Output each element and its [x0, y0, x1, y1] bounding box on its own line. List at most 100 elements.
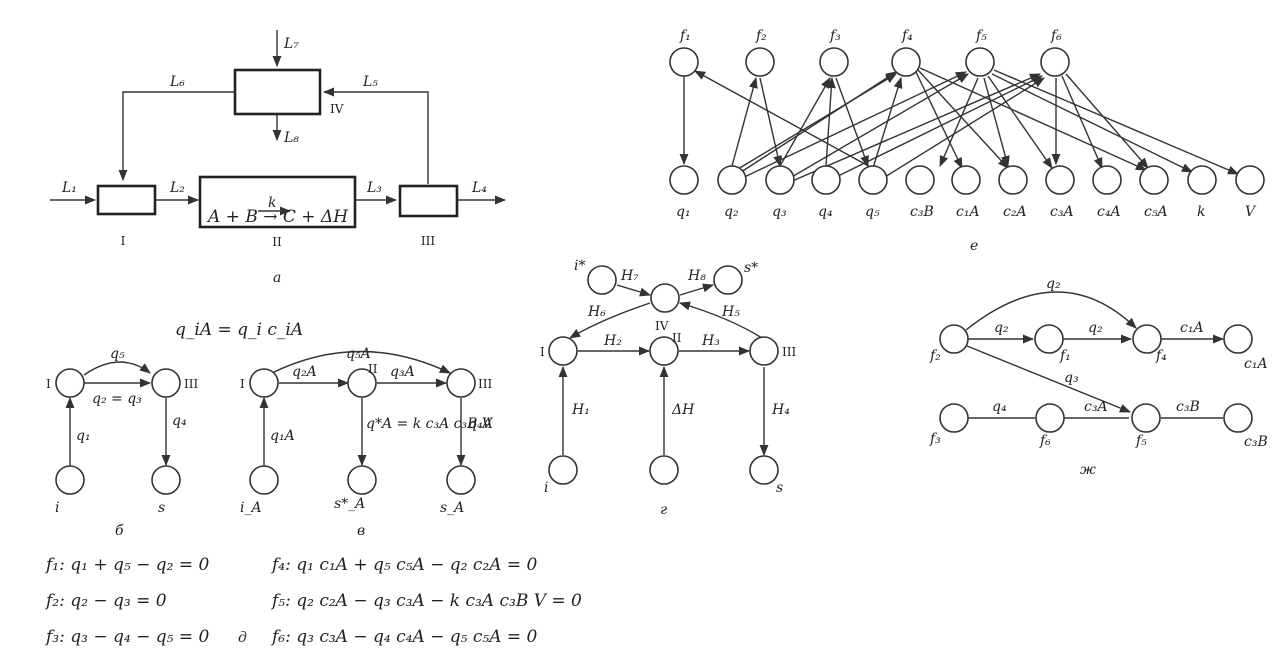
edge-q4-f6: [829, 75, 1044, 181]
label-e-q2: q₂: [724, 204, 739, 220]
node-v-ia: [249, 465, 279, 495]
node-e-q1: [669, 165, 699, 195]
caption-v: в: [357, 523, 365, 539]
edge-f5-c3b: [939, 77, 979, 168]
node-zh-f6: [1035, 403, 1065, 433]
label-l1: L₁: [61, 180, 77, 196]
panel-e-bottom-nodes: [669, 165, 1265, 195]
label-e-f3: f₃: [829, 28, 841, 44]
label-zh-q2a: q₂: [994, 320, 1009, 336]
node-g-i-star: [587, 265, 617, 295]
panel-e-edges: [679, 67, 1240, 183]
label-h4: H₄: [771, 402, 790, 418]
unit-ii-label: II: [272, 235, 282, 249]
label-e-c3b: c₃B: [910, 204, 934, 220]
caption-d: д: [238, 630, 247, 646]
eq-f6: f₆: q₃ c₃A − q₄ c₄A − q₅ c₅A = 0: [270, 627, 538, 647]
edge-f4-c2a: [917, 69, 1009, 169]
label-q5: q₅: [110, 346, 125, 362]
caption-zh: ж: [1080, 462, 1096, 478]
node-i-source: [55, 465, 85, 495]
label-zh-f4: f₄: [1155, 348, 1167, 364]
unit-iv-label: IV: [330, 102, 344, 116]
reaction-text: A + B → C + ΔH: [206, 207, 349, 227]
edge-h8: [679, 283, 715, 296]
panel-e-labels: f₁ f₂ f₃ f₄ f₅ f₆ q₁ q₂ q₃ q₄ q₅ c₃B c₁A…: [676, 28, 1257, 254]
node-e-q5: [858, 165, 888, 195]
edge-q5a: [271, 350, 452, 374]
label-zh-q4: q₄: [992, 399, 1007, 415]
label-e-q3: q₃: [772, 204, 787, 220]
edge-f3-q5: [835, 77, 869, 168]
stream-l5-arrow: [322, 87, 429, 184]
label-l5: L₅: [362, 74, 378, 90]
node-v-i: [249, 368, 279, 398]
node-i-unit: [55, 368, 85, 398]
rate-constant: k: [268, 195, 276, 211]
node-e-k: [1187, 165, 1217, 195]
node-e-c1a: [951, 165, 981, 195]
label-v-ia: i_A: [240, 500, 262, 516]
node-e-f5: [965, 47, 995, 77]
node-e-v: [1235, 165, 1265, 195]
node-e-c2a: [998, 165, 1028, 195]
label-h1: H₁: [571, 402, 590, 418]
label-l6: L₆: [169, 74, 185, 90]
edge-q1-f4: [732, 73, 897, 173]
label-g-s: s: [776, 480, 783, 496]
node-v-sa: [446, 465, 476, 495]
label-l3: L₃: [366, 180, 382, 196]
node-g-s: [749, 455, 779, 485]
node-g-iii: [749, 336, 779, 366]
node-zh-c1a: [1223, 324, 1253, 354]
edge-f5-c2a: [983, 77, 1010, 168]
panel-a: L₇ L₆ L₅ L₈ L₁ L₂ L₃ L₄ A + B → C + ΔH k…: [50, 30, 507, 286]
panel-b: I III i s q₅ q₂ = q₃ q₁ q₄ б: [46, 346, 198, 539]
caption-b: б: [115, 523, 124, 539]
panel-v: q_iA = q_i c_iA I II III i_A s*_A s_A q₅…: [175, 320, 494, 539]
label-q1: q₁: [76, 428, 91, 444]
label-g-iii: III: [782, 345, 796, 359]
edge-q5-f4: [872, 76, 903, 169]
label-e-c3a: c₃A: [1050, 204, 1074, 220]
edge-q3-f5: [789, 73, 969, 179]
node-g-i: [548, 336, 578, 366]
node-v-iii: [446, 368, 476, 398]
label-v-iii: III: [478, 377, 492, 391]
edge-h5: [678, 301, 763, 339]
caption-g: г: [660, 502, 667, 518]
label-g-i: I: [540, 345, 545, 359]
label-e-f1: f₁: [679, 28, 691, 44]
node-g-dh-src: [649, 455, 679, 485]
label-node-iii: III: [184, 377, 198, 391]
edge-q3-f3: [779, 77, 831, 167]
label-zh-f5: f₅: [1135, 433, 1147, 449]
eq-f1: f₁: q₁ + q₅ − q₂ = 0: [44, 555, 209, 575]
node-zh-c3b: [1223, 403, 1253, 433]
label-q2q3: q₂ = q₃: [92, 391, 142, 407]
edge-q2-f4: [737, 71, 897, 175]
label-h2: H₂: [603, 333, 622, 349]
edge-q5: [83, 361, 151, 376]
label-q4a: q₄A: [468, 416, 493, 432]
node-zh-f4: [1132, 324, 1162, 354]
node-e-q3: [765, 165, 795, 195]
edge-q4-f3: [825, 76, 836, 167]
edge-h6: [569, 302, 651, 339]
panel-e: f₁ f₂ f₃ f₄ f₅ f₆ q₁ q₂ q₃ q₄ q₅ c₃B c₁A…: [669, 28, 1265, 254]
label-g-iv: IV: [655, 319, 669, 333]
label-node-i-src: i: [55, 500, 59, 516]
label-q5a: q₅A: [346, 346, 371, 362]
label-dh: ΔH: [671, 402, 695, 418]
unit-i-label: I: [121, 234, 126, 248]
label-q3a: q₃A: [390, 364, 415, 380]
eq-f2: f₂: q₂ − q₃ = 0: [44, 591, 167, 611]
label-node-s: s: [158, 500, 165, 516]
edge-f5-c3a: [987, 75, 1053, 169]
label-e-c2a: c₂A: [1003, 204, 1027, 220]
unit-ii-box: [198, 175, 357, 229]
caption-e: е: [970, 238, 978, 254]
node-g-ii: [649, 336, 679, 366]
node-e-c3a: [1045, 165, 1075, 195]
